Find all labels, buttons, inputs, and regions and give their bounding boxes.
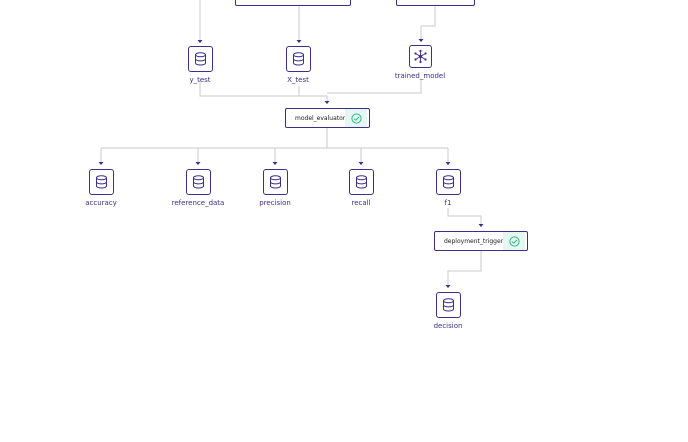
artifact-label: accuracy [85,199,117,207]
arrowhead-9 [478,224,484,227]
arrowhead-8 [445,162,451,165]
upstream-step-right[interactable] [396,0,475,6]
database-icon[interactable] [88,169,114,195]
database-icon[interactable] [348,169,374,195]
artifact-label: recall [351,199,371,207]
step-deployment-trigger[interactable]: deployment_trigger [434,231,528,251]
artifact-y-test[interactable]: y_test [160,46,240,84]
edge-2 [420,0,436,42]
arrowhead-3 [324,101,330,104]
artifact-trained-model[interactable]: trained_model [380,45,460,80]
arrowhead-2 [418,39,424,42]
artifact-label: reference_data [171,199,225,207]
edge-5 [327,80,422,94]
artifact-recall[interactable]: recall [321,169,401,207]
upstream-step-left[interactable] [235,0,351,6]
artifact-reference-data[interactable]: reference_data [158,169,238,207]
database-icon[interactable] [185,169,211,195]
arrowhead-5 [195,162,201,165]
edge-14 [447,251,482,288]
artifact-precision[interactable]: precision [235,169,315,207]
check-circle-icon [351,112,362,124]
arrowhead-6 [272,162,278,165]
artifact-accuracy[interactable]: accuracy [61,169,141,207]
arrowhead-7 [358,162,364,165]
arrowhead-0 [197,40,203,43]
artifact-x-test[interactable]: X_test [258,46,338,84]
check-circle-icon [508,235,520,247]
database-icon[interactable] [285,46,311,72]
step-model-evaluator[interactable]: model_evaluator [285,108,370,128]
step-title: model_evaluator [295,114,346,122]
status-completed-indicator [345,109,367,127]
artifact-label: precision [259,199,291,207]
artifact-label: decision [433,322,463,330]
artifact-label: y_test [189,76,211,84]
arrowhead-4 [98,162,104,165]
status-completed-indicator [503,232,525,250]
arrowhead-1 [296,40,302,43]
database-icon[interactable] [435,169,461,195]
edge-13 [447,208,482,227]
database-icon[interactable] [435,292,461,318]
artifact-label: f1 [444,199,452,207]
artifact-decision[interactable]: decision [408,292,488,330]
database-icon[interactable] [262,169,288,195]
edge-3 [199,80,328,104]
database-icon[interactable] [187,46,213,72]
arrowhead-10 [445,285,451,288]
artifact-f1[interactable]: f1 [408,169,488,207]
artifact-label: X_test [287,76,309,84]
model-network-icon[interactable] [408,45,432,68]
artifact-label: trained_model [394,72,446,80]
step-title: deployment_trigger [444,237,504,245]
